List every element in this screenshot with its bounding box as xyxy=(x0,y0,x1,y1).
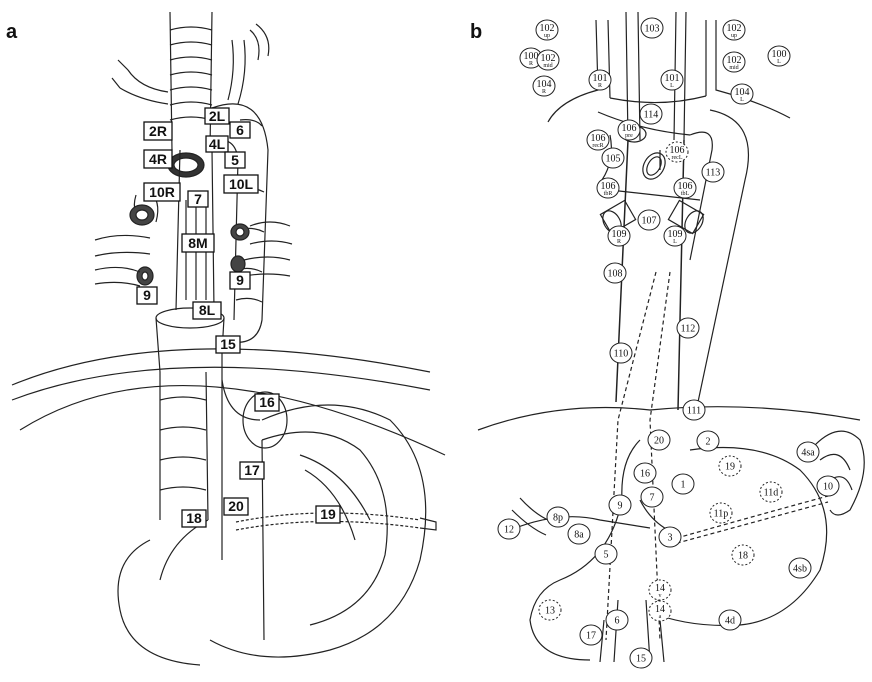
node-sublabel-101L: L xyxy=(670,83,674,89)
node-label-103: 103 xyxy=(645,24,660,35)
node-label-13: 13 xyxy=(545,606,555,617)
node-sublabel-106pre: pre xyxy=(625,133,633,139)
node-label-18: 18 xyxy=(738,551,748,562)
node-sublabel-14a: a xyxy=(659,614,662,620)
trachea-illustration xyxy=(170,12,212,150)
node-label-114: 114 xyxy=(644,110,659,121)
node-label-16: 16 xyxy=(640,469,650,480)
node-label-108: 108 xyxy=(608,269,623,280)
node-sublabel-14v: v xyxy=(659,593,662,599)
node-label-110: 110 xyxy=(614,349,629,360)
node-sublabel-109L: L xyxy=(673,239,677,245)
panel-b: b xyxy=(470,12,864,668)
station-label-8L: 8L xyxy=(199,302,216,318)
node-label-15: 15 xyxy=(636,654,646,665)
node-label-4d: 4d xyxy=(725,616,735,627)
station-label-9-left: 9 xyxy=(143,287,151,303)
station-label-17: 17 xyxy=(244,462,260,478)
node-sublabel-104R: R xyxy=(542,89,546,95)
panel-a: a xyxy=(6,12,445,665)
node-sublabel-101R: R xyxy=(598,83,602,89)
node-label-5: 5 xyxy=(604,550,609,561)
station-label-20: 20 xyxy=(228,498,244,514)
node-sublabel-102Rmid: mid xyxy=(543,63,552,69)
panel-b-stomach-outline xyxy=(510,431,864,662)
station-label-9-right: 9 xyxy=(236,272,244,288)
station-label-7: 7 xyxy=(194,191,202,207)
node-label-4sb: 4sb xyxy=(793,564,807,575)
station-label-5: 5 xyxy=(231,152,239,168)
panel-a-letter: a xyxy=(6,21,18,43)
node-label-113: 113 xyxy=(706,168,721,179)
node-label-11d: 11d xyxy=(764,488,779,499)
station-label-4L: 4L xyxy=(209,136,226,152)
station-label-2R: 2R xyxy=(149,123,167,139)
node-label-11p: 11p xyxy=(714,509,729,520)
node-label-107: 107 xyxy=(642,216,657,227)
node-label-7: 7 xyxy=(650,493,655,504)
node-label-9: 9 xyxy=(618,501,623,512)
station-label-16: 16 xyxy=(259,394,275,410)
node-sublabel-102L: up xyxy=(731,33,737,39)
node-label-12: 12 xyxy=(504,525,514,536)
node-label-6: 6 xyxy=(615,616,620,627)
node-label-19: 19 xyxy=(725,462,735,473)
panel-b-letter: b xyxy=(470,21,482,43)
node-sublabel-100L: L xyxy=(777,59,781,65)
node-sublabel-106tbL: tbL xyxy=(681,191,690,197)
node-label-17: 17 xyxy=(586,631,596,642)
node-sublabel-106tbR: tbR xyxy=(604,191,613,197)
station-label-6: 6 xyxy=(236,122,244,138)
node-label-105: 105 xyxy=(606,154,621,165)
node-label-111: 111 xyxy=(687,406,701,417)
station-label-2L: 2L xyxy=(209,108,226,124)
node-label-10: 10 xyxy=(823,482,833,493)
station-label-19: 19 xyxy=(320,506,336,522)
node-label-3: 3 xyxy=(668,533,673,544)
node-label-8p: 8p xyxy=(553,513,563,524)
node-label-2: 2 xyxy=(706,437,711,448)
station-label-15: 15 xyxy=(220,336,236,352)
station-label-18: 18 xyxy=(186,510,202,526)
station-label-10L: 10L xyxy=(229,176,254,192)
node-label-4sa: 4sa xyxy=(801,448,815,459)
bronchus-illustration xyxy=(95,153,292,286)
node-sublabel-106recR: recR xyxy=(592,143,603,149)
node-label-8a: 8a xyxy=(574,530,584,541)
node-label-112: 112 xyxy=(681,324,696,335)
node-sublabel-106recL: recL xyxy=(672,155,683,161)
station-label-4R: 4R xyxy=(149,151,167,167)
node-label-1: 1 xyxy=(681,480,686,491)
station-label-8M: 8M xyxy=(188,235,207,251)
node-sublabel-102Lmid: mid xyxy=(729,65,738,71)
station-label-10R: 10R xyxy=(149,184,175,200)
panel-a-station-labels: 2R 2L 4R 4L 5 6 7 10R 10L 8M 9 9 8L 15 1… xyxy=(137,108,340,527)
node-sublabel-104L: L xyxy=(740,97,744,103)
neck-vessels-illustration xyxy=(112,24,269,104)
node-label-20: 20 xyxy=(654,436,664,447)
node-sublabel-102R: up xyxy=(544,33,550,39)
node-sublabel-100R: R xyxy=(529,61,533,67)
node-sublabel-109R: R xyxy=(617,239,621,245)
